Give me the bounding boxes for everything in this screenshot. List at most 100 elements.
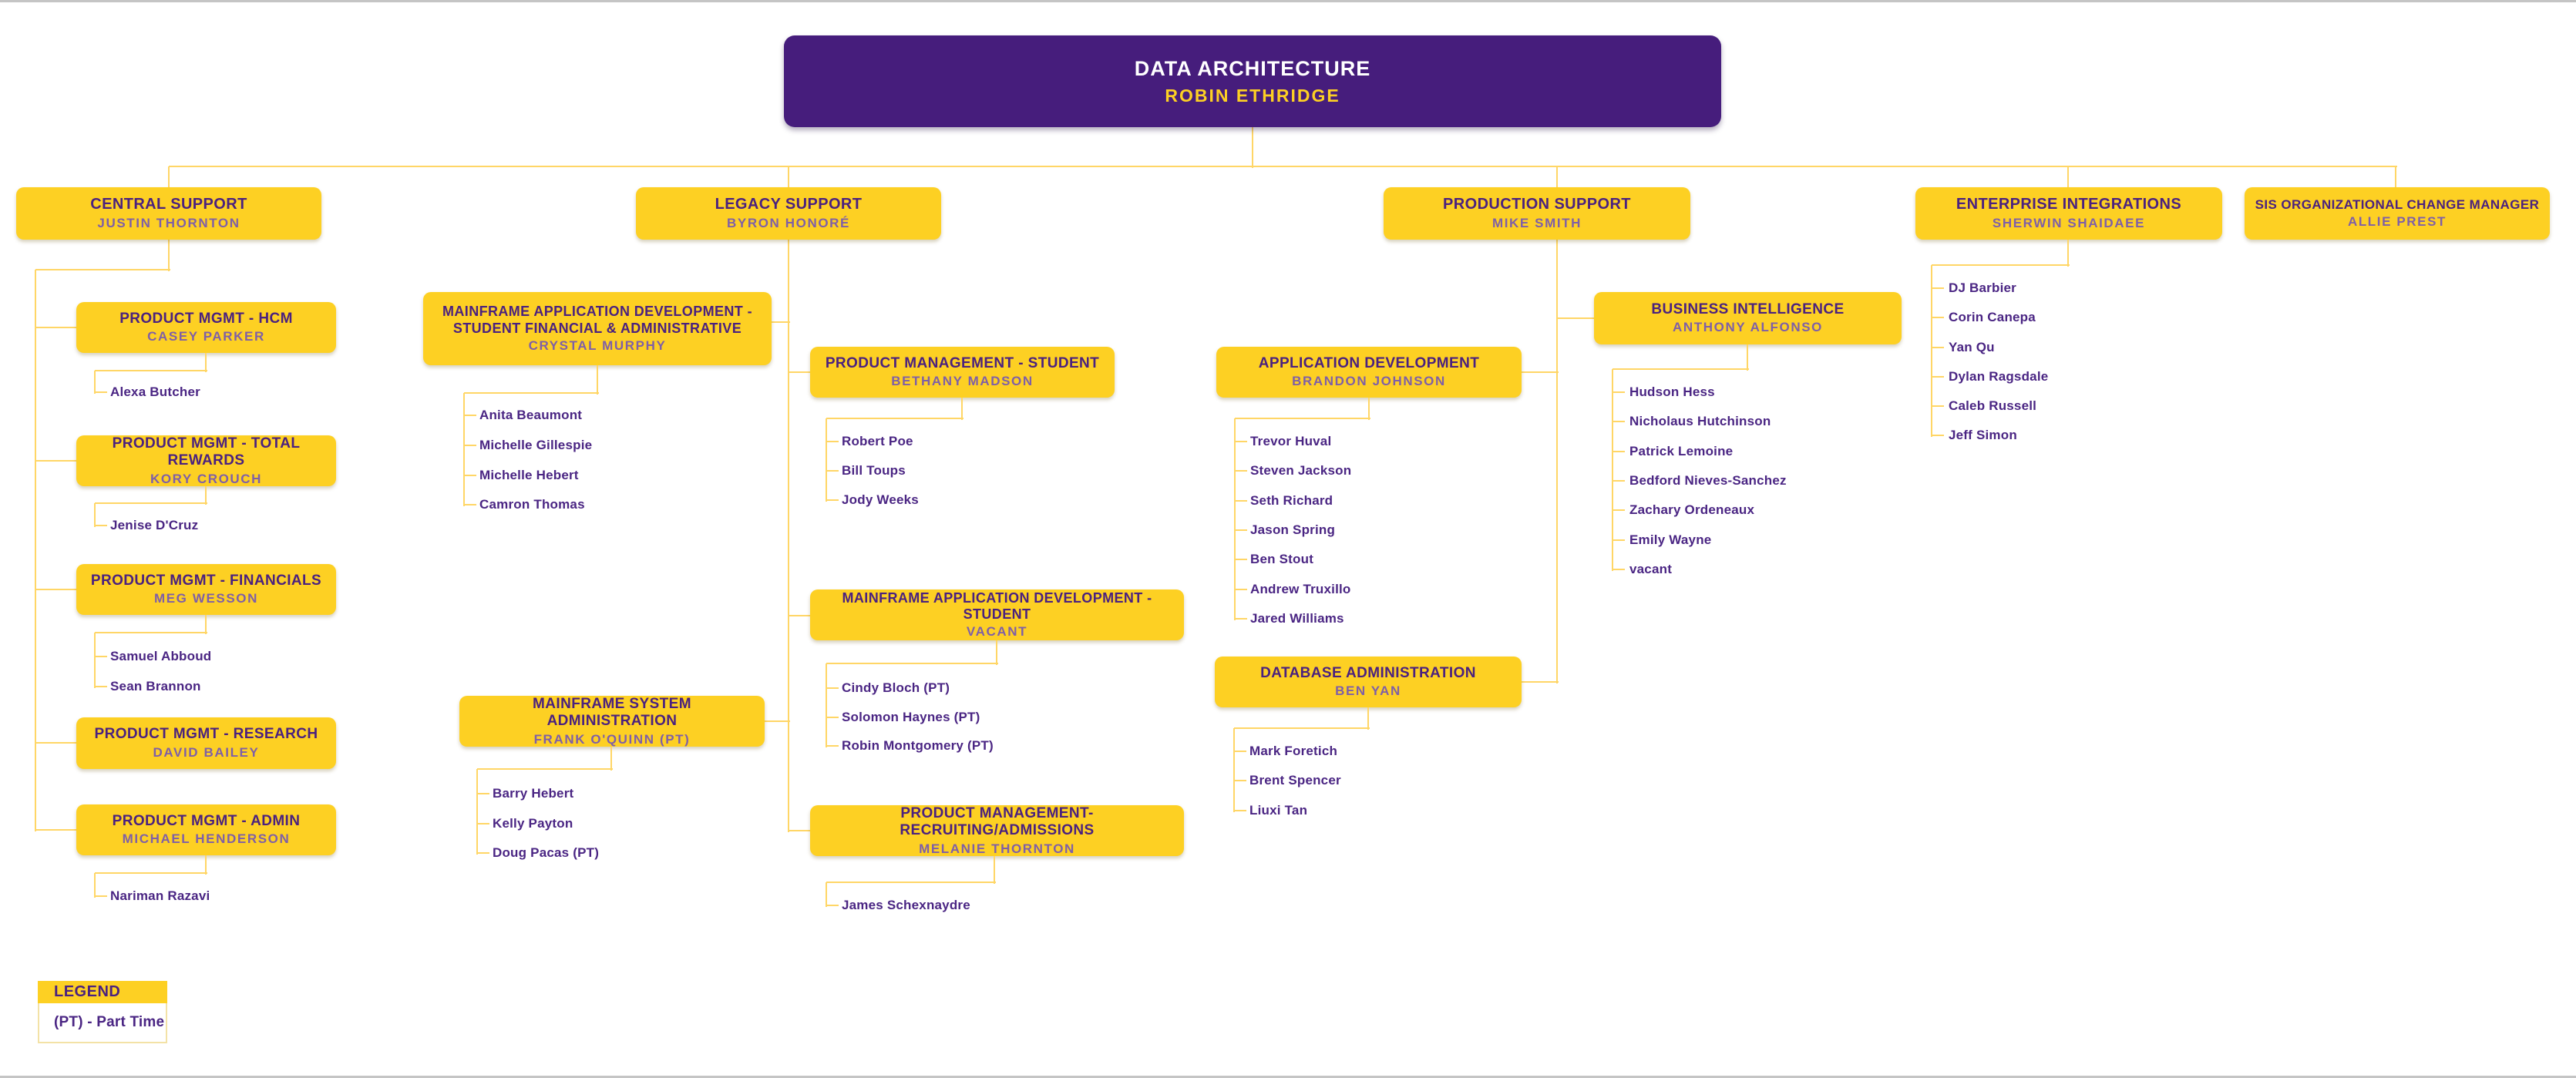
member-name: Robin Montgomery (PT) (842, 738, 994, 753)
member-name: Barry Hebert (493, 786, 574, 801)
product-mgmt-admin-members-spine (94, 873, 96, 898)
mainframe-system-administration-manager-name: FRANK O'QUINN (PT) (533, 731, 691, 747)
mainframe-app-dev-student-title: MAINFRAME APPLICATION DEVELOPMENT - STUD… (842, 589, 1152, 623)
enterprise-integrations-member-tick (1932, 317, 1944, 318)
mainframe-app-dev-student-members-spine (826, 663, 827, 747)
product-management-student-members-drop (961, 398, 963, 420)
business-intelligence-member-tick (1613, 509, 1625, 511)
member-name: Steven Jackson (1250, 463, 1352, 478)
production-support-spine-branch (1522, 371, 1559, 373)
enterprise-integrations-member-tick (1932, 405, 1944, 407)
member-name: Corin Canepa (1949, 310, 2036, 324)
product-management-recruiting-admissions-member-tick (826, 905, 839, 906)
product-management-recruiting-admissions-members-spine (826, 882, 827, 907)
database-administration-title: DATABASE ADMINISTRATION (1260, 664, 1476, 681)
product-management-recruiting-admissions-members-elbow (826, 882, 996, 883)
legacy-support-manager-name: BYRON HONORÉ (727, 215, 850, 230)
product-mgmt-total-rewards-title: PRODUCT MGMT - TOTAL REWARDS (112, 435, 301, 469)
mainframe-system-administration-title: MAINFRAME SYSTEM ADMINISTRATION (533, 695, 691, 730)
production-support-spine-branch (1522, 681, 1559, 683)
product-mgmt-research-manager-name: DAVID BAILEY (153, 744, 260, 760)
mainframe-app-dev-student-financial-administrative-members-elbow (464, 392, 599, 394)
root-manager-name: ROBIN ETHRIDGE (1165, 85, 1340, 106)
legacy-support-spine-branch (789, 615, 812, 616)
database-administration-member-tick (1234, 780, 1246, 781)
business-intelligence-member-tick (1613, 391, 1625, 393)
member-name: Mark Foretich (1249, 744, 1338, 758)
sis-organizational-change-manager-title: SIS ORGANIZATIONAL CHANGE MANAGER (2255, 197, 2540, 213)
member-name: Brent Spencer (1249, 773, 1341, 788)
business-intelligence-member-tick (1613, 451, 1625, 452)
member-name: Cindy Bloch (PT) (842, 680, 950, 695)
central-support-spine-branch (35, 829, 78, 831)
mainframe-app-dev-student-member-tick (826, 745, 839, 747)
mainframe-system-administration-member-tick (477, 823, 489, 824)
member-name: Robert Poe (842, 434, 913, 448)
branch-drop-line (2067, 166, 2069, 189)
member-name: Yan Qu (1949, 340, 1995, 354)
production-support-title: PRODUCTION SUPPORT (1443, 196, 1631, 213)
member-name: Kelly Payton (493, 816, 573, 831)
member-name: Seth Richard (1250, 493, 1333, 508)
member-name: Patrick Lemoine (1629, 444, 1734, 458)
product-mgmt-admin-member-tick (95, 895, 107, 897)
member-name: Jason Spring (1250, 522, 1336, 537)
business-intelligence-members-drop (1747, 344, 1748, 371)
central-support-spine (35, 270, 36, 831)
member-name: Zachary Ordeneaux (1629, 502, 1755, 517)
mainframe-system-administration-members-drop (610, 747, 612, 771)
central-support-spine-branch (35, 460, 78, 462)
product-mgmt-hcm-members-spine (94, 371, 96, 394)
mainframe-app-dev-student-financial-administrative-member-tick (464, 504, 476, 505)
central-support-spine-branch (35, 589, 78, 590)
central-support-spine-branch (35, 742, 78, 744)
application-development-member-tick (1235, 470, 1247, 472)
mainframe-app-dev-student-member-tick (826, 687, 839, 689)
product-mgmt-hcm-member-tick (95, 391, 107, 393)
member-name: DJ Barbier (1949, 280, 2016, 295)
mainframe-app-dev-student-financial-administrative-member-tick (464, 445, 476, 446)
application-development-member-tick (1235, 500, 1247, 502)
product-mgmt-research-title: PRODUCT MGMT - RESEARCH (94, 726, 318, 743)
legend-entry: (PT) - Part Time (38, 1003, 167, 1043)
enterprise-integrations-manager-name: SHERWIN SHAIDAEE (1992, 215, 2146, 230)
member-name: Liuxi Tan (1249, 803, 1308, 818)
branch-drop-line (168, 166, 170, 189)
member-name: Anita Beaumont (479, 408, 583, 422)
application-development-member-tick (1235, 441, 1247, 442)
member-name: Bedford Nieves-Sanchez (1629, 473, 1787, 488)
mainframe-app-dev-student-financial-administrative-box: MAINFRAME APPLICATION DEVELOPMENT - STUD… (423, 292, 772, 365)
root-drop-line (1252, 127, 1253, 168)
database-administration-members-elbow (1234, 727, 1370, 729)
member-name: Trevor Huval (1250, 434, 1332, 448)
product-management-recruiting-admissions-members-drop (994, 856, 995, 884)
product-mgmt-financials-members-drop (205, 615, 207, 634)
product-mgmt-financials-title: PRODUCT MGMT - FINANCIALS (90, 572, 322, 589)
application-development-manager-name: BRANDON JOHNSON (1292, 374, 1446, 389)
business-intelligence-member-tick (1613, 421, 1625, 422)
member-name: Jody Weeks (842, 492, 919, 507)
product-management-student-member-tick (826, 470, 839, 472)
product-management-student-members-spine (826, 418, 827, 502)
mainframe-app-dev-student-members-drop (996, 640, 997, 665)
enterprise-integrations-title: ENTERPRISE INTEGRATIONS (1956, 196, 2182, 213)
application-development-members-drop (1368, 398, 1370, 420)
product-mgmt-hcm-title: PRODUCT MGMT - HCM (119, 310, 293, 327)
mainframe-app-dev-student-member-tick (826, 717, 839, 718)
product-mgmt-admin-members-drop (205, 855, 207, 875)
business-intelligence-members-spine (1612, 369, 1613, 571)
branch-drop-line (1556, 166, 1558, 189)
business-intelligence-members-elbow (1613, 368, 1749, 370)
member-name: Emily Wayne (1629, 532, 1712, 547)
member-name: Jared Williams (1250, 611, 1344, 626)
member-name: Ben Stout (1250, 552, 1314, 566)
central-support-manager-name: JUSTIN THORNTON (97, 215, 240, 230)
business-intelligence-title: BUSINESS INTELLIGENCE (1651, 301, 1845, 317)
product-mgmt-financials-members-elbow (95, 632, 207, 633)
sis-organizational-change-manager-manager-name: ALLIE PREST (2347, 214, 2447, 230)
member-name: Jenise D'Cruz (110, 518, 199, 532)
enterprise-integrations-member-tick (1932, 376, 1944, 378)
application-development-member-tick (1235, 529, 1247, 531)
legacy-support-title: LEGACY SUPPORT (715, 196, 863, 213)
